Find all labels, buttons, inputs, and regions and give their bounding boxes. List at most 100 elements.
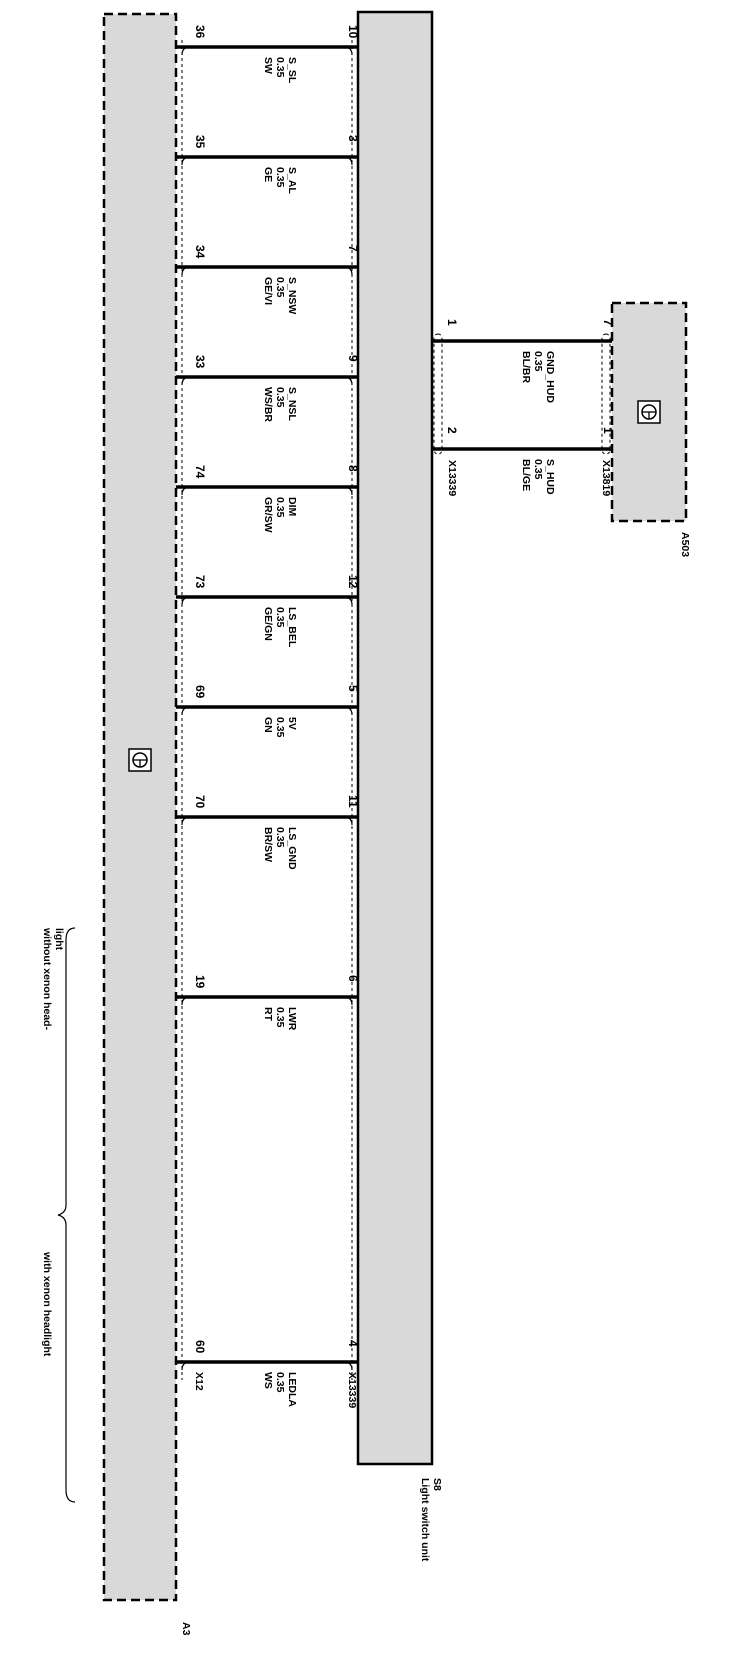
x12-connector-label: X12 [193, 1372, 205, 1391]
pin-a3: 33 [193, 355, 207, 369]
variant-label-without-xenon: without xenon head- light [41, 927, 65, 1033]
pin-s8: 3 [346, 135, 360, 142]
pin-bend [181, 816, 191, 826]
x13339-hud-connector-label: X13339 [446, 460, 458, 496]
wire-color: GN [262, 717, 274, 733]
wire-signal: S_AL [286, 167, 298, 194]
wire-color: GE/GN [262, 607, 274, 641]
pin-a3: 34 [193, 245, 207, 259]
pin-s8: 7 [346, 245, 360, 252]
wire-cross-section: 0.35 [274, 1372, 286, 1393]
pin-s8: 11 [346, 795, 360, 808]
wire-signal: S_SL [286, 57, 298, 84]
wire-cross-section: 0.35 [274, 717, 286, 738]
pin-bend [181, 706, 191, 716]
wire-signal: S_HUD [544, 459, 556, 495]
wire-color: RT [262, 1007, 274, 1022]
wire-color: WS [262, 1372, 274, 1389]
pin-s8: 6 [346, 975, 360, 982]
wire-signal: LWR [286, 1007, 298, 1031]
wire-color: GR/SW [262, 497, 274, 533]
pin-s8: 12 [346, 575, 360, 589]
wire-signal: S_NSW [286, 277, 298, 314]
a3-module-box[interactable] [102, 12, 178, 1602]
pin-bend [181, 996, 191, 1006]
wire-cross-section: 0.35 [532, 459, 544, 480]
a503-module-label: A503 [679, 532, 691, 557]
pin-s8: 1 [445, 319, 459, 326]
pin-a3: 70 [193, 795, 207, 809]
wire-cross-section: 0.35 [274, 277, 286, 298]
pin-bend [181, 1361, 191, 1371]
pin-s8: 5 [346, 685, 360, 692]
x13339-connector-label: X13339 [346, 1372, 358, 1408]
wire-color: GE [262, 167, 274, 182]
variant-label-with-xenon: with xenon headlight [41, 1251, 53, 1357]
wire-signal: 5V [286, 717, 298, 730]
ground-symbol-icon [637, 400, 661, 424]
pin-a3: 73 [193, 575, 207, 589]
wire-color: SW [262, 57, 274, 74]
wire-cross-section: 0.35 [274, 57, 286, 78]
variant-brace-with-xenon [65, 1225, 76, 1503]
pin-a503: 1 [601, 427, 615, 434]
pin-bend [181, 266, 191, 276]
wire-signal: GND_HUD [544, 351, 556, 403]
pin-a3: 36 [193, 25, 207, 39]
pin-s8: 8 [346, 465, 360, 472]
wire-cross-section: 0.35 [274, 497, 286, 518]
wire-signal: LEDLA [286, 1372, 298, 1407]
pin-bend [181, 486, 191, 496]
pin-bend [343, 996, 353, 1006]
pin-a3: 35 [193, 135, 207, 149]
pin-s8: 10 [346, 25, 360, 39]
x13819-connector-label: X13819 [600, 460, 612, 496]
pin-a3: 74 [193, 465, 207, 479]
pin-a3: 19 [193, 975, 207, 989]
wire-color: BL/GE [520, 459, 532, 491]
pin-bend [181, 46, 191, 56]
pin-bend [343, 816, 353, 826]
ground-symbol-icon [128, 748, 152, 772]
wire-color: BL/BR [520, 351, 532, 383]
pin-bend [343, 596, 353, 606]
pin-bend [343, 266, 353, 276]
pin-bend [343, 46, 353, 56]
wire-cross-section: 0.35 [274, 827, 286, 848]
wire-signal: DIM [286, 497, 298, 517]
pin-s8: 2 [445, 427, 459, 434]
s8-module-box[interactable] [356, 10, 434, 1466]
wire-cross-section: 0.35 [274, 167, 286, 188]
pin-a3: 69 [193, 685, 207, 699]
wire-signal: LS_GND [286, 827, 298, 870]
wire-cross-section: 0.35 [274, 607, 286, 628]
variant-label-without-xenon-line-1: without xenon head- [41, 927, 53, 1031]
wire-signal: LS_BEL [286, 607, 298, 648]
pin-bend [343, 156, 353, 166]
wire-color: WS/BR [262, 387, 274, 422]
pin-a3: 60 [193, 1340, 207, 1354]
pin-a503: 7 [601, 319, 615, 326]
pin-bend [343, 1361, 353, 1371]
pin-bend [181, 156, 191, 166]
pin-bend [181, 596, 191, 606]
x13819-connector-outline [601, 333, 611, 455]
wire-cross-section: 0.35 [274, 387, 286, 408]
s8-module-name: Light switch unit [419, 1478, 431, 1562]
wire-cross-section: 0.35 [274, 1007, 286, 1028]
